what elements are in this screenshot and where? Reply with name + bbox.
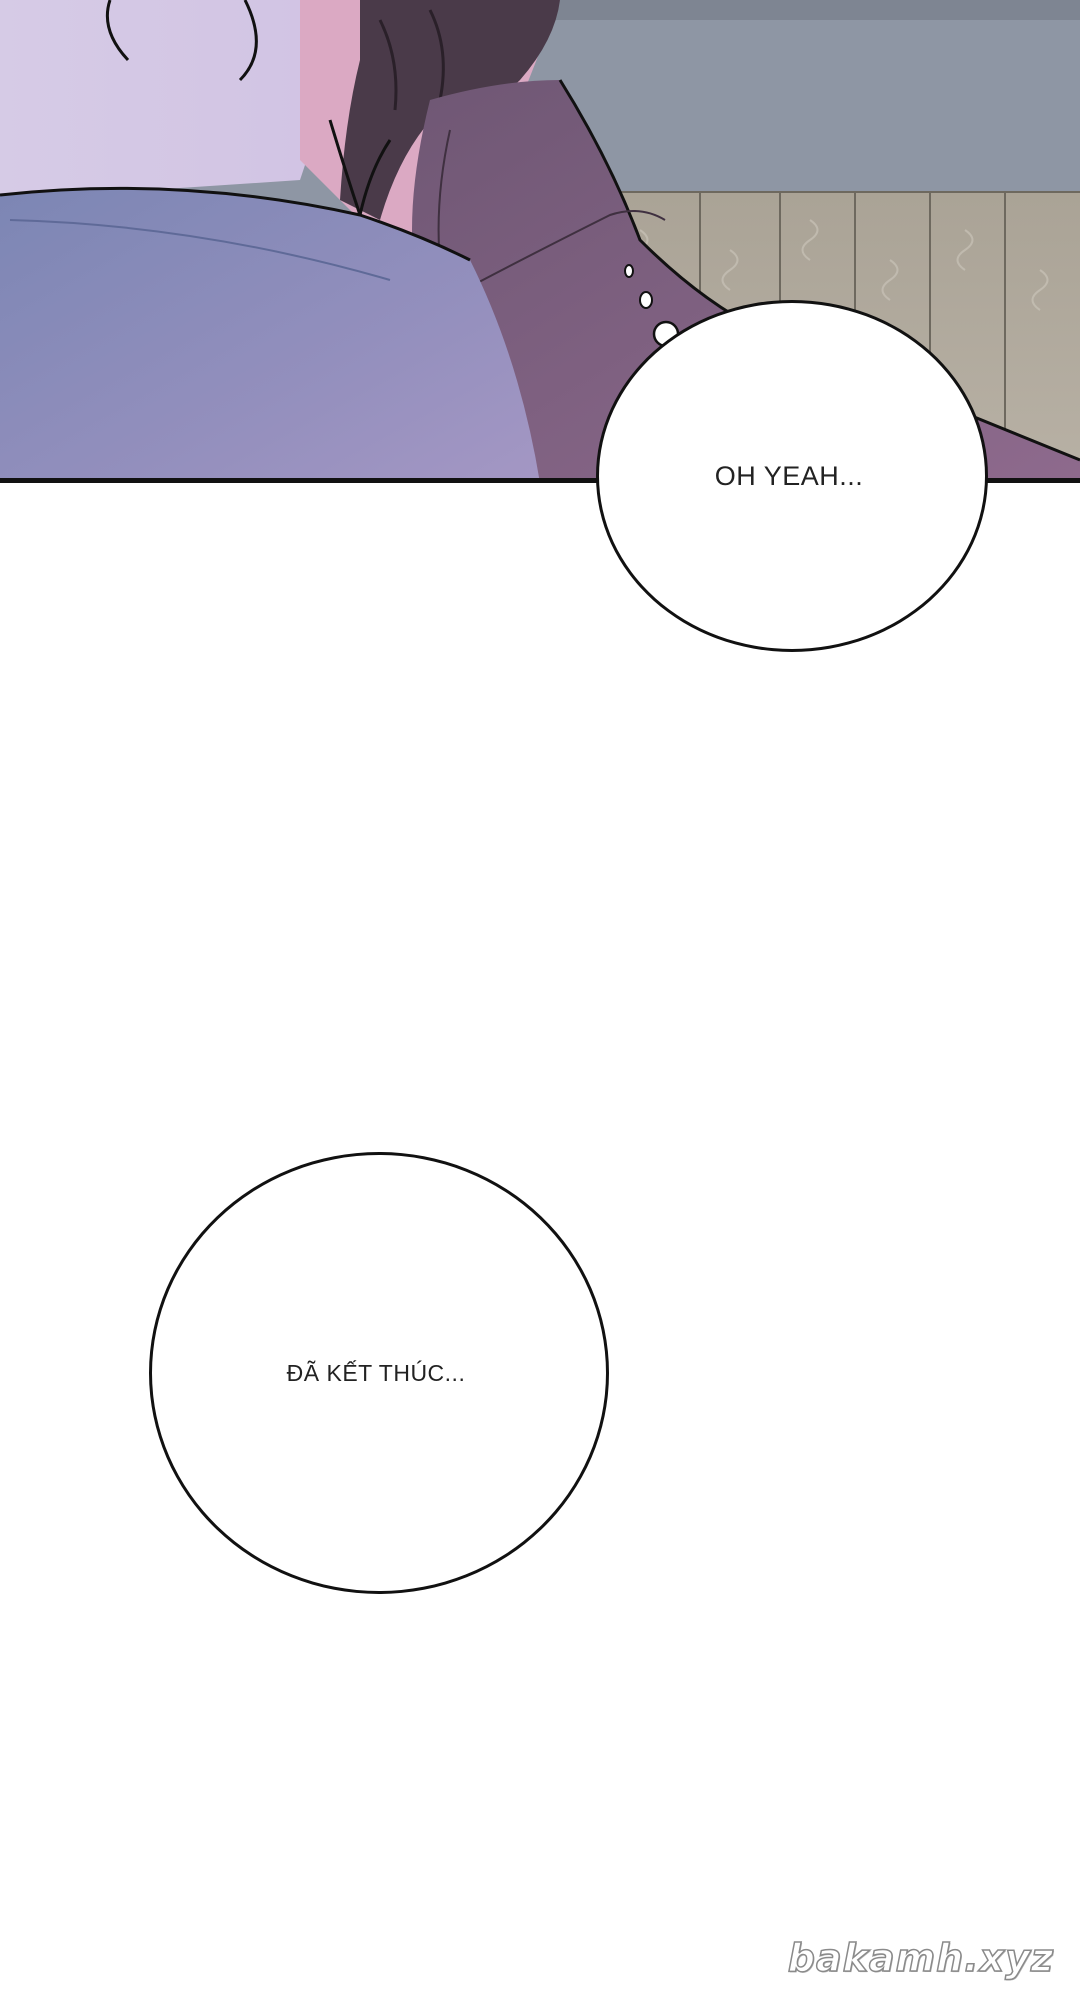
watermark: bakamh.xyz: [787, 1935, 1054, 1981]
panel-border: [0, 478, 1080, 483]
bubble-text-da-ket-thuc: ĐÃ KẾT THÚC...: [286, 1359, 466, 1386]
shirt-shoulder: [0, 188, 540, 483]
lavender-wall: [0, 0, 360, 200]
top-strip: [540, 0, 1080, 20]
bubble-tail-dot-medium: [639, 291, 653, 309]
speech-bubble-oh-yeah: OH YEAH...: [596, 300, 988, 652]
bubble-text-oh-yeah: OH YEAH...: [714, 460, 864, 491]
speech-bubble-da-ket-thuc: ĐÃ KẾT THÚC...: [149, 1152, 609, 1594]
coat: [412, 80, 1080, 483]
bubble-tail-dot-small: [624, 264, 634, 278]
